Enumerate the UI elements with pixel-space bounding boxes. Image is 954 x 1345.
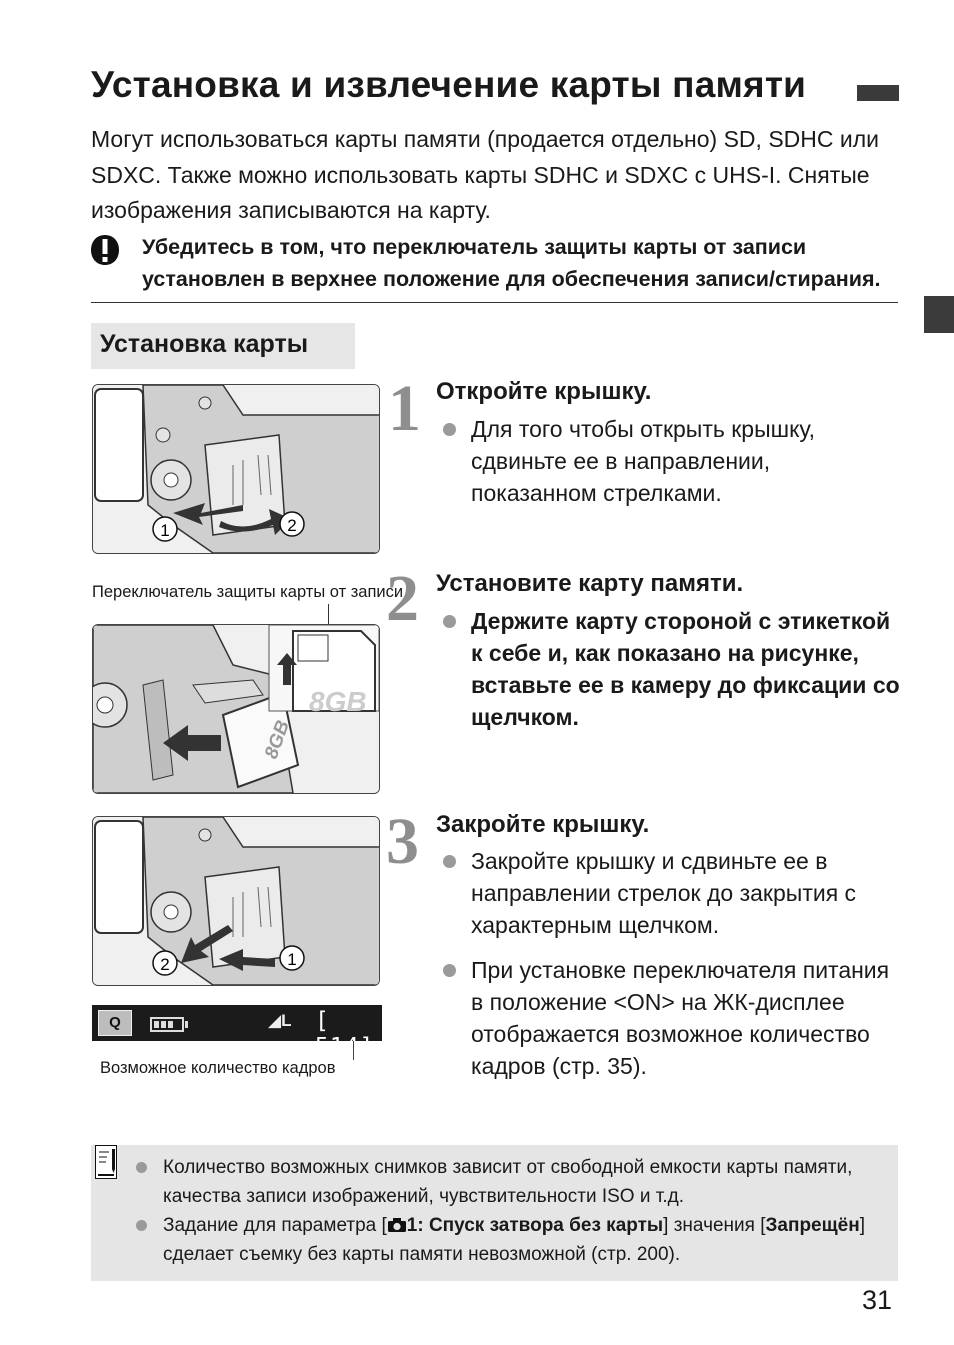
note-2-text-b: ] значения [ (663, 1215, 766, 1236)
battery-icon (150, 1017, 188, 1032)
title-bar-decoration (857, 85, 899, 101)
step-2-title: Установите карту памяти. (436, 570, 744, 597)
caution-icon (91, 235, 119, 265)
lcd-panel: Q ◢L [ 514] (92, 1005, 382, 1060)
note-1: Количество возможных снимков зависит от … (163, 1153, 883, 1211)
figure-close-cover: 2 1 (92, 816, 380, 986)
note-2-text-a: Задание для параметра [ (163, 1215, 387, 1236)
note-1-text: Количество возможных снимков зависит от … (163, 1157, 853, 1207)
bullet-dot (443, 964, 456, 977)
bullet-dot (443, 615, 456, 628)
callout-1: 1 (287, 950, 296, 969)
caption-leader-line (353, 1041, 354, 1060)
section-divider (91, 302, 898, 303)
step-2-bullet-1: Держите карту стороной с этикеткой к себ… (471, 608, 900, 730)
bullet-dot (443, 855, 456, 868)
menu-item-reference: 1: Спуск затвора без карты (387, 1215, 663, 1236)
camera-open-cover-illustration: 1 2 (93, 385, 379, 553)
camera-icon (387, 1218, 406, 1232)
intro-paragraph: Могут использоваться карты памяти (прода… (91, 126, 879, 223)
chapter-side-tab (924, 296, 954, 333)
step-3-title: Закройте крышку. (436, 811, 650, 838)
bullet-dot (443, 423, 456, 436)
step-3-number: 3 (386, 805, 419, 878)
caution-text: Убедитесь в том, что переключатель защит… (142, 235, 881, 291)
note-pencil-icon (95, 1145, 117, 1179)
menu-item-label: 1: Спуск затвора без карты (406, 1215, 664, 1236)
step-3-bullet-1: Закройте крышку и сдвиньте ее в направле… (471, 848, 857, 938)
setting-value: Запрещён (765, 1215, 860, 1236)
figure-insert-card: 8GB 8GB (92, 624, 380, 794)
card-label-large: 8GB (309, 686, 367, 717)
callout-2: 2 (160, 955, 169, 974)
callout-1: 1 (160, 521, 169, 540)
note-2: Задание для параметра [ 1: Спуск затвора … (163, 1211, 883, 1269)
section-heading-text: Установка карты (100, 330, 309, 358)
page-title: Установка и извлечение карты памяти (91, 64, 807, 105)
step-1-bullet-1: Для того чтобы открыть крышку, сдвиньте … (471, 416, 815, 506)
page-number: 31 (862, 1285, 893, 1315)
quick-control-icon: Q (98, 1010, 132, 1036)
note-box: Количество возможных снимков зависит от … (91, 1145, 898, 1281)
camera-close-cover-illustration: 2 1 (93, 817, 379, 985)
callout-2: 2 (287, 516, 296, 535)
write-protect-caption: Переключатель защиты карты от записи (92, 583, 404, 601)
bullet-dot (136, 1162, 147, 1173)
step-3-bullet-2: При установке переключателя питания в по… (471, 957, 890, 1079)
shots-caption: Возможное количество кадров (100, 1059, 336, 1077)
bullet-dot (136, 1220, 147, 1231)
camera-insert-card-illustration: 8GB 8GB (93, 625, 379, 793)
shots-remaining-count: [ 514] (315, 1008, 375, 1060)
image-quality-indicator: ◢L (268, 1011, 292, 1030)
step-1-title: Откройте крышку. (436, 378, 652, 405)
step-1-number: 1 (388, 372, 421, 445)
figure-open-cover: 1 2 (92, 384, 380, 554)
step-2-number: 2 (386, 562, 419, 635)
section-heading: Установка карты (91, 323, 355, 369)
note-2-text-c: ] сделает съемку без карты памяти невозм… (163, 1215, 865, 1265)
